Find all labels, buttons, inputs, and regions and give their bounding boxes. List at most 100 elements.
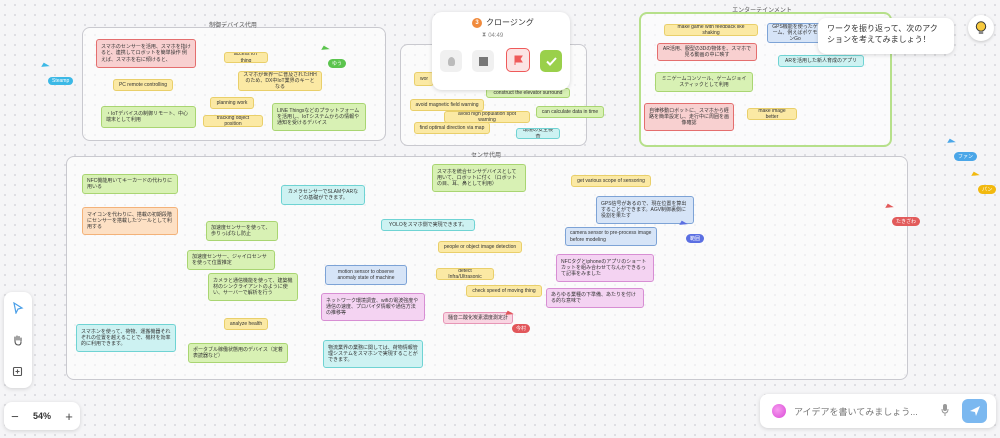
- cursor-pan: パン: [971, 171, 997, 196]
- select-tool-button[interactable]: [8, 298, 28, 318]
- cursor-arrow-icon: [947, 138, 956, 147]
- zoom-level: 54%: [32, 411, 51, 421]
- color-picker-dot[interactable]: [772, 404, 786, 418]
- sticky-note[interactable]: PC remote controlling: [113, 79, 173, 91]
- send-icon: [969, 406, 980, 416]
- cursor-label: パン: [978, 185, 997, 194]
- sticky-note[interactable]: check speed of moving thing: [466, 285, 542, 297]
- sticky-note[interactable]: AR活用、服型の3Dの物体を、スマホで見る動画の中に映す: [657, 43, 757, 61]
- sticky-note[interactable]: analyze health: [224, 318, 268, 330]
- sticky-note[interactable]: LINE Thingsなどのプラットフォームを活用し、IoTシステムからの情報や…: [272, 103, 366, 131]
- assistant-message: ワークを振り返って、次のアクションを考えてみましょう！: [818, 18, 954, 54]
- flag-icon: [514, 55, 523, 65]
- sticky-note[interactable]: NFCタグとiphoneのアプリのショートカットを組み合わせてなんかできるって記…: [556, 254, 654, 282]
- microphone-icon[interactable]: [941, 403, 949, 422]
- sticky-note[interactable]: make game with feedback like shaking: [664, 24, 758, 36]
- frame-sensor-title: センサ代用: [470, 153, 502, 159]
- hand-tool-button[interactable]: [8, 330, 28, 350]
- sticky-note[interactable]: ミニゲームコンソール、ゲームジョイスティックとして利用: [655, 72, 753, 92]
- sticky-note[interactable]: detect Infra/Ultrasonic: [436, 268, 494, 280]
- send-button[interactable]: [962, 399, 987, 423]
- sticky-note[interactable]: make image better: [747, 108, 797, 120]
- cursor-label: 範囲: [686, 234, 705, 243]
- idea-input-bar: [760, 394, 996, 428]
- cursor-label: ゆう: [328, 59, 347, 68]
- sticky-note[interactable]: ポータブル稼働状態用のデバイス（定着表読器など）: [188, 343, 288, 363]
- cursor-arrow-icon: [971, 171, 980, 180]
- sticky-note[interactable]: ネットワーク環境調査、wifiの電波強度や通信の速度、プロバイダ情報や通信方法の…: [321, 293, 425, 321]
- frame-entertainment-title: エンターテインメント: [732, 8, 792, 14]
- cursor-fan: ファン: [947, 138, 978, 163]
- sticky-note[interactable]: カメラと通信機能を使って、建築機材のシンクライアントのように使い、サーバーで解析…: [208, 273, 298, 301]
- sticky-note[interactable]: wor: [414, 72, 434, 86]
- timer-bulb-button[interactable]: [440, 50, 462, 72]
- sticky-note[interactable]: ARを活用した新人育成のアプリ: [778, 55, 864, 67]
- sticky-note[interactable]: get various scope of sensoring: [571, 175, 651, 187]
- left-toolbar: [4, 292, 32, 388]
- sticky-note[interactable]: スマホンを使って、荷物、運搬機器それぞれの位置を越えることで、機材を効率的に利用…: [76, 324, 176, 352]
- sticky-note[interactable]: あらゆる業種の下準備、あたりを付ける的な意味で: [546, 288, 644, 308]
- add-note-tool-button[interactable]: [8, 362, 28, 382]
- cursor-yu: ゆう: [321, 45, 347, 70]
- idea-input[interactable]: [792, 402, 936, 422]
- sticky-note[interactable]: tracking object position: [203, 115, 263, 127]
- add-note-icon: [12, 366, 23, 377]
- sticky-note[interactable]: motion sensor to observe anomaly state o…: [325, 265, 407, 285]
- sticky-note[interactable]: 環境の安全検査: [516, 128, 560, 139]
- sticky-note[interactable]: 騒音二酸化炭素濃度測定計: [443, 312, 513, 324]
- sticky-note[interactable]: スマホが世界一に普及されたIHHのため、DX中IoT業界のキーとなる: [238, 71, 322, 91]
- sticky-note[interactable]: NFC機能用いてキーカードの代わりに用いる: [82, 174, 178, 194]
- sticky-note[interactable]: 加速度センサーを使って、歩りっぱなし防止: [206, 221, 278, 241]
- sticky-note[interactable]: GPS機能を使ったゲーム、例えばポケモンGo: [767, 23, 823, 43]
- assistant-button[interactable]: [968, 15, 994, 41]
- sticky-note[interactable]: ・IoTデバイスの制御リモート、中心端末として利用: [101, 106, 196, 128]
- sticky-note[interactable]: planning work: [210, 97, 254, 109]
- sticky-note[interactable]: スマホのセンサーを活用、スマホを指けると、連携してロボットを簡単操作 例えば、ス…: [96, 39, 196, 68]
- timer: ⧗ 04:49: [482, 32, 503, 39]
- check-icon: [545, 56, 557, 66]
- sticky-note[interactable]: access IoT thing: [224, 52, 268, 63]
- timer-value: 04:49: [488, 32, 504, 39]
- sticky-note[interactable]: people or object image detection: [438, 241, 522, 253]
- cursor-imamura: 今村: [505, 310, 531, 335]
- closing-header: 3 クロージング: [472, 17, 534, 28]
- cursor-hani: 範囲: [679, 220, 705, 245]
- sticky-note[interactable]: camera sensor to pre-process image befor…: [565, 227, 657, 246]
- frame-iot-title: 制御デバイス代用: [209, 23, 257, 29]
- zoom-control: − 54% +: [4, 402, 80, 430]
- step-badge: 3: [472, 17, 482, 28]
- hand-icon: [14, 335, 22, 346]
- closing-done-button[interactable]: [540, 50, 562, 72]
- closing-panel: 3 クロージング ⧗ 04:49: [432, 12, 570, 90]
- cursor-arrow-icon: [505, 310, 514, 319]
- sticky-note[interactable]: マイコンを代わりに、搭載の初期段階にセンサーを搭載したツールとして利用する: [82, 207, 178, 235]
- cursor-label: Steamp: [48, 77, 74, 85]
- cursor-label: ファン: [954, 152, 978, 161]
- sticky-note[interactable]: 物流業界の業務に関しては、荷物情報管理システムをスマホンで実現することができます…: [323, 340, 423, 368]
- select-icon: [13, 302, 24, 314]
- cursor-arrow-icon: [41, 62, 50, 71]
- zoom-out-button[interactable]: −: [11, 408, 19, 424]
- cursor-arrow-icon: [321, 45, 330, 54]
- closing-flag-button[interactable]: [506, 48, 530, 72]
- sticky-note[interactable]: YOLOをスマホ側で実現できます。: [381, 219, 475, 231]
- sticky-note[interactable]: スマホを統合センサデバイスとして用いて、ロボットに付く（ロボットの目、耳、鼻とし…: [432, 164, 526, 192]
- sticky-note[interactable]: avoid magnetic field warning: [410, 99, 484, 111]
- sticky-note[interactable]: 自律移動ロボットに、スマホから経路を簡単設定し、走行中に周囲を画像確認: [644, 103, 734, 131]
- timer-stop-button[interactable]: [472, 50, 494, 72]
- sticky-note[interactable]: カメラセンサーでSLAMやARなどの基礎ができます。: [281, 185, 365, 205]
- cursor-arrow-icon: [885, 203, 894, 212]
- assistant-text: ワークを振り返って、次のアクションを考えてみましょう！: [827, 24, 938, 44]
- sticky-note[interactable]: find optimal direction via map: [414, 122, 490, 134]
- sticky-note[interactable]: 加速度センサー、ジャイロセンサを使って位置推定: [187, 250, 275, 270]
- closing-title: クロージング: [486, 18, 534, 27]
- square-icon: [478, 56, 488, 66]
- sticky-note[interactable]: can calculate data in time: [536, 106, 604, 118]
- zoom-in-button[interactable]: +: [65, 408, 73, 424]
- lightbulb-icon: [447, 56, 455, 66]
- cursor-steamp: Steamp: [41, 62, 74, 87]
- lightbulb-icon: [975, 20, 987, 34]
- cursor-takizawa: たきざわ: [885, 203, 921, 228]
- sticky-note[interactable]: GPS信号があるので、現在位置を算出することができます。AGV制御裏側に役割を果…: [596, 196, 694, 224]
- cursor-label: たきざわ: [892, 217, 921, 226]
